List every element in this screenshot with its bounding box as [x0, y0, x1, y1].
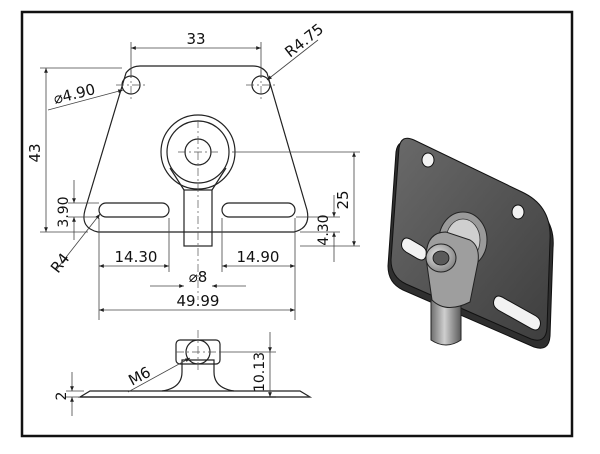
dim-plate-thickness: 2 [54, 392, 70, 401]
plate-outline [83, 65, 309, 233]
hole-3d-top-right [511, 204, 525, 220]
dim-slot-right-length: 14.90 [237, 248, 280, 266]
slot-right [221, 202, 296, 218]
dim-side-height: 10.13 [252, 352, 268, 392]
hole-3d-top-left [421, 152, 435, 168]
dim-overall-height: 43 [26, 143, 44, 162]
isometric-view [387, 137, 554, 349]
dim-overall-width: 49.99 [177, 292, 220, 310]
dim-slot-left-length: 14.30 [115, 248, 158, 266]
pin-3d [430, 299, 462, 346]
dim-hole-spacing: 33 [186, 30, 205, 48]
side-stem [161, 359, 235, 392]
slot-3d-right [493, 295, 541, 331]
dim-pin-diameter: ⌀8 [189, 268, 208, 286]
slot-left [98, 202, 170, 218]
dim-eye-center-height: 25 [334, 190, 352, 209]
dim-slot-offset: 4.30 [316, 214, 332, 245]
dim-slot-height: 3.90 [56, 196, 72, 227]
